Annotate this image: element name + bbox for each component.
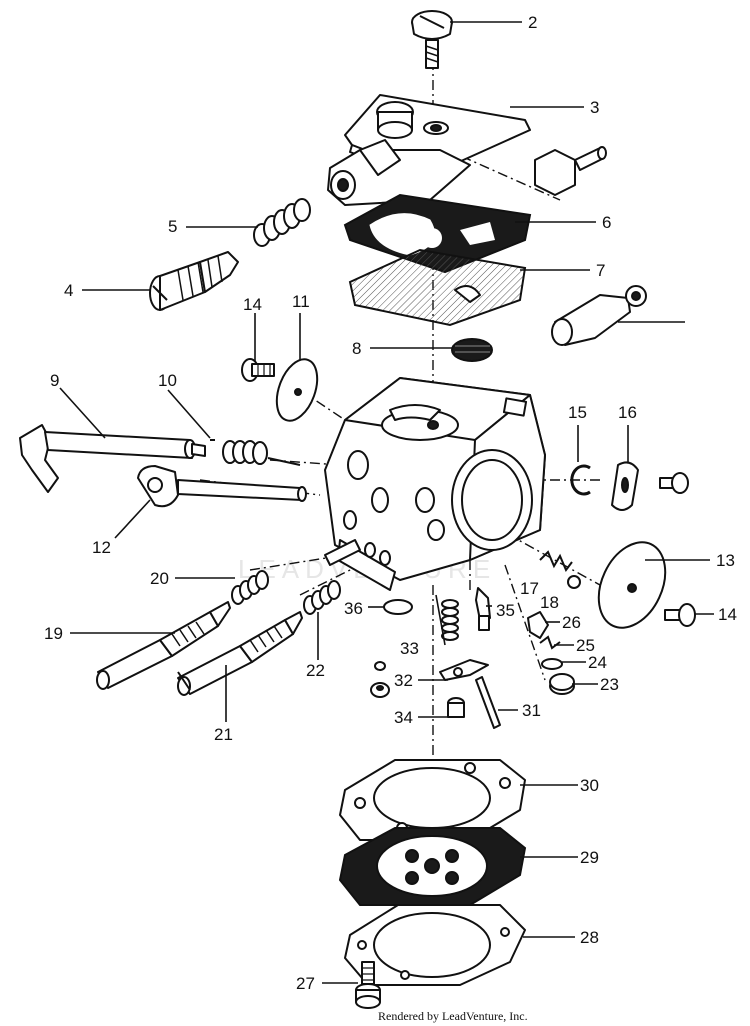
spring-part-5 — [253, 198, 311, 247]
screen-part-8 — [451, 338, 493, 362]
screw-part-2 — [411, 10, 453, 69]
throttle-plate-part-11 — [275, 358, 319, 422]
part-25 — [539, 635, 561, 650]
gasket-part-6 — [343, 193, 532, 274]
callout-2: 2 — [528, 13, 537, 32]
part-23 — [549, 673, 575, 695]
part-24 — [541, 658, 563, 670]
callout-3: 3 — [590, 98, 599, 117]
throttle-shaft-part-9 — [19, 424, 206, 493]
callout-16: 16 — [618, 403, 637, 422]
callout-13: 13 — [716, 551, 735, 570]
cover-part-28 — [344, 904, 526, 986]
needle-part-21 — [177, 611, 303, 696]
callout-12: 12 — [92, 538, 111, 557]
callout-15: 15 — [568, 403, 587, 422]
callout-11: 11 — [292, 292, 310, 311]
diaphragm-part-29 — [338, 827, 527, 906]
callout-26: 26 — [562, 613, 581, 632]
callout-14-top: 14 — [243, 295, 262, 314]
callout-5: 5 — [168, 217, 177, 236]
pin-part-31 — [475, 676, 501, 729]
lever-part-32 — [439, 659, 489, 681]
spring-part-17 — [539, 550, 573, 572]
callout-8: 8 — [352, 339, 361, 358]
oring-part-36 — [383, 599, 413, 615]
callout-32: 32 — [394, 671, 413, 690]
callout-31: 31 — [522, 701, 541, 720]
screw-part-27 — [355, 961, 381, 1009]
callout-36: 36 — [344, 599, 363, 618]
needle-part-35 — [475, 587, 491, 631]
callout-21: 21 — [214, 725, 233, 744]
ball-part-18 — [567, 575, 581, 589]
callout-28: 28 — [580, 928, 599, 947]
callout-10: 10 — [158, 371, 177, 390]
carburetor-body — [324, 377, 546, 591]
spring-part-10 — [210, 439, 301, 466]
callout-34: 34 — [394, 708, 413, 727]
callout-4: 4 — [64, 281, 73, 300]
adjustment-screw-part-4 — [149, 251, 239, 311]
callout-17: 17 — [520, 579, 539, 598]
callout-24: 24 — [588, 653, 607, 672]
callout-19: 19 — [44, 624, 63, 643]
pump-housing — [327, 139, 471, 206]
choke-shaft-part-12 — [137, 465, 307, 508]
callout-30: 30 — [580, 776, 599, 795]
spring-part-22 — [303, 580, 341, 615]
seat-parts — [370, 661, 390, 698]
lever-part-16 — [611, 461, 639, 511]
choke-plate-part-13 — [597, 541, 667, 629]
callout-27: 27 — [296, 974, 315, 993]
screw-part-34 — [447, 697, 465, 718]
callout-29: 29 — [580, 848, 599, 867]
callout-7: 7 — [596, 261, 605, 280]
fuel-fitting — [534, 146, 607, 196]
screw-part-14-bottom — [664, 603, 696, 627]
callout-9: 9 — [50, 371, 59, 390]
gasket-part-30 — [339, 759, 526, 841]
body-pin — [324, 539, 361, 566]
callout-14-bottom: 14 — [718, 605, 737, 624]
callout-23: 23 — [600, 675, 619, 694]
credit-text: Rendered by LeadVenture, Inc. — [378, 1009, 528, 1023]
leader-lines — [59, 21, 714, 984]
spring-part-20 — [231, 570, 269, 605]
part-26 — [527, 611, 549, 639]
clip-part-15 — [570, 464, 591, 496]
callout-18: 18 — [540, 593, 559, 612]
inlet-tube — [551, 285, 647, 346]
callout-20: 20 — [150, 569, 169, 588]
spring-part-33 — [441, 599, 459, 641]
callout-35: 35 — [496, 601, 515, 620]
screw-near-lever — [659, 472, 689, 494]
needle-part-19 — [96, 601, 231, 690]
diaphragm-part-7 — [348, 248, 527, 327]
callout-22: 22 — [306, 661, 325, 680]
callout-labels: 2 3 4 5 6 7 8 9 10 11 12 13 14 14 15 16 … — [44, 13, 737, 993]
callout-25: 25 — [576, 636, 595, 655]
screw-part-14-top — [241, 358, 275, 382]
callout-33: 33 — [400, 639, 419, 658]
callout-6: 6 — [602, 213, 611, 232]
